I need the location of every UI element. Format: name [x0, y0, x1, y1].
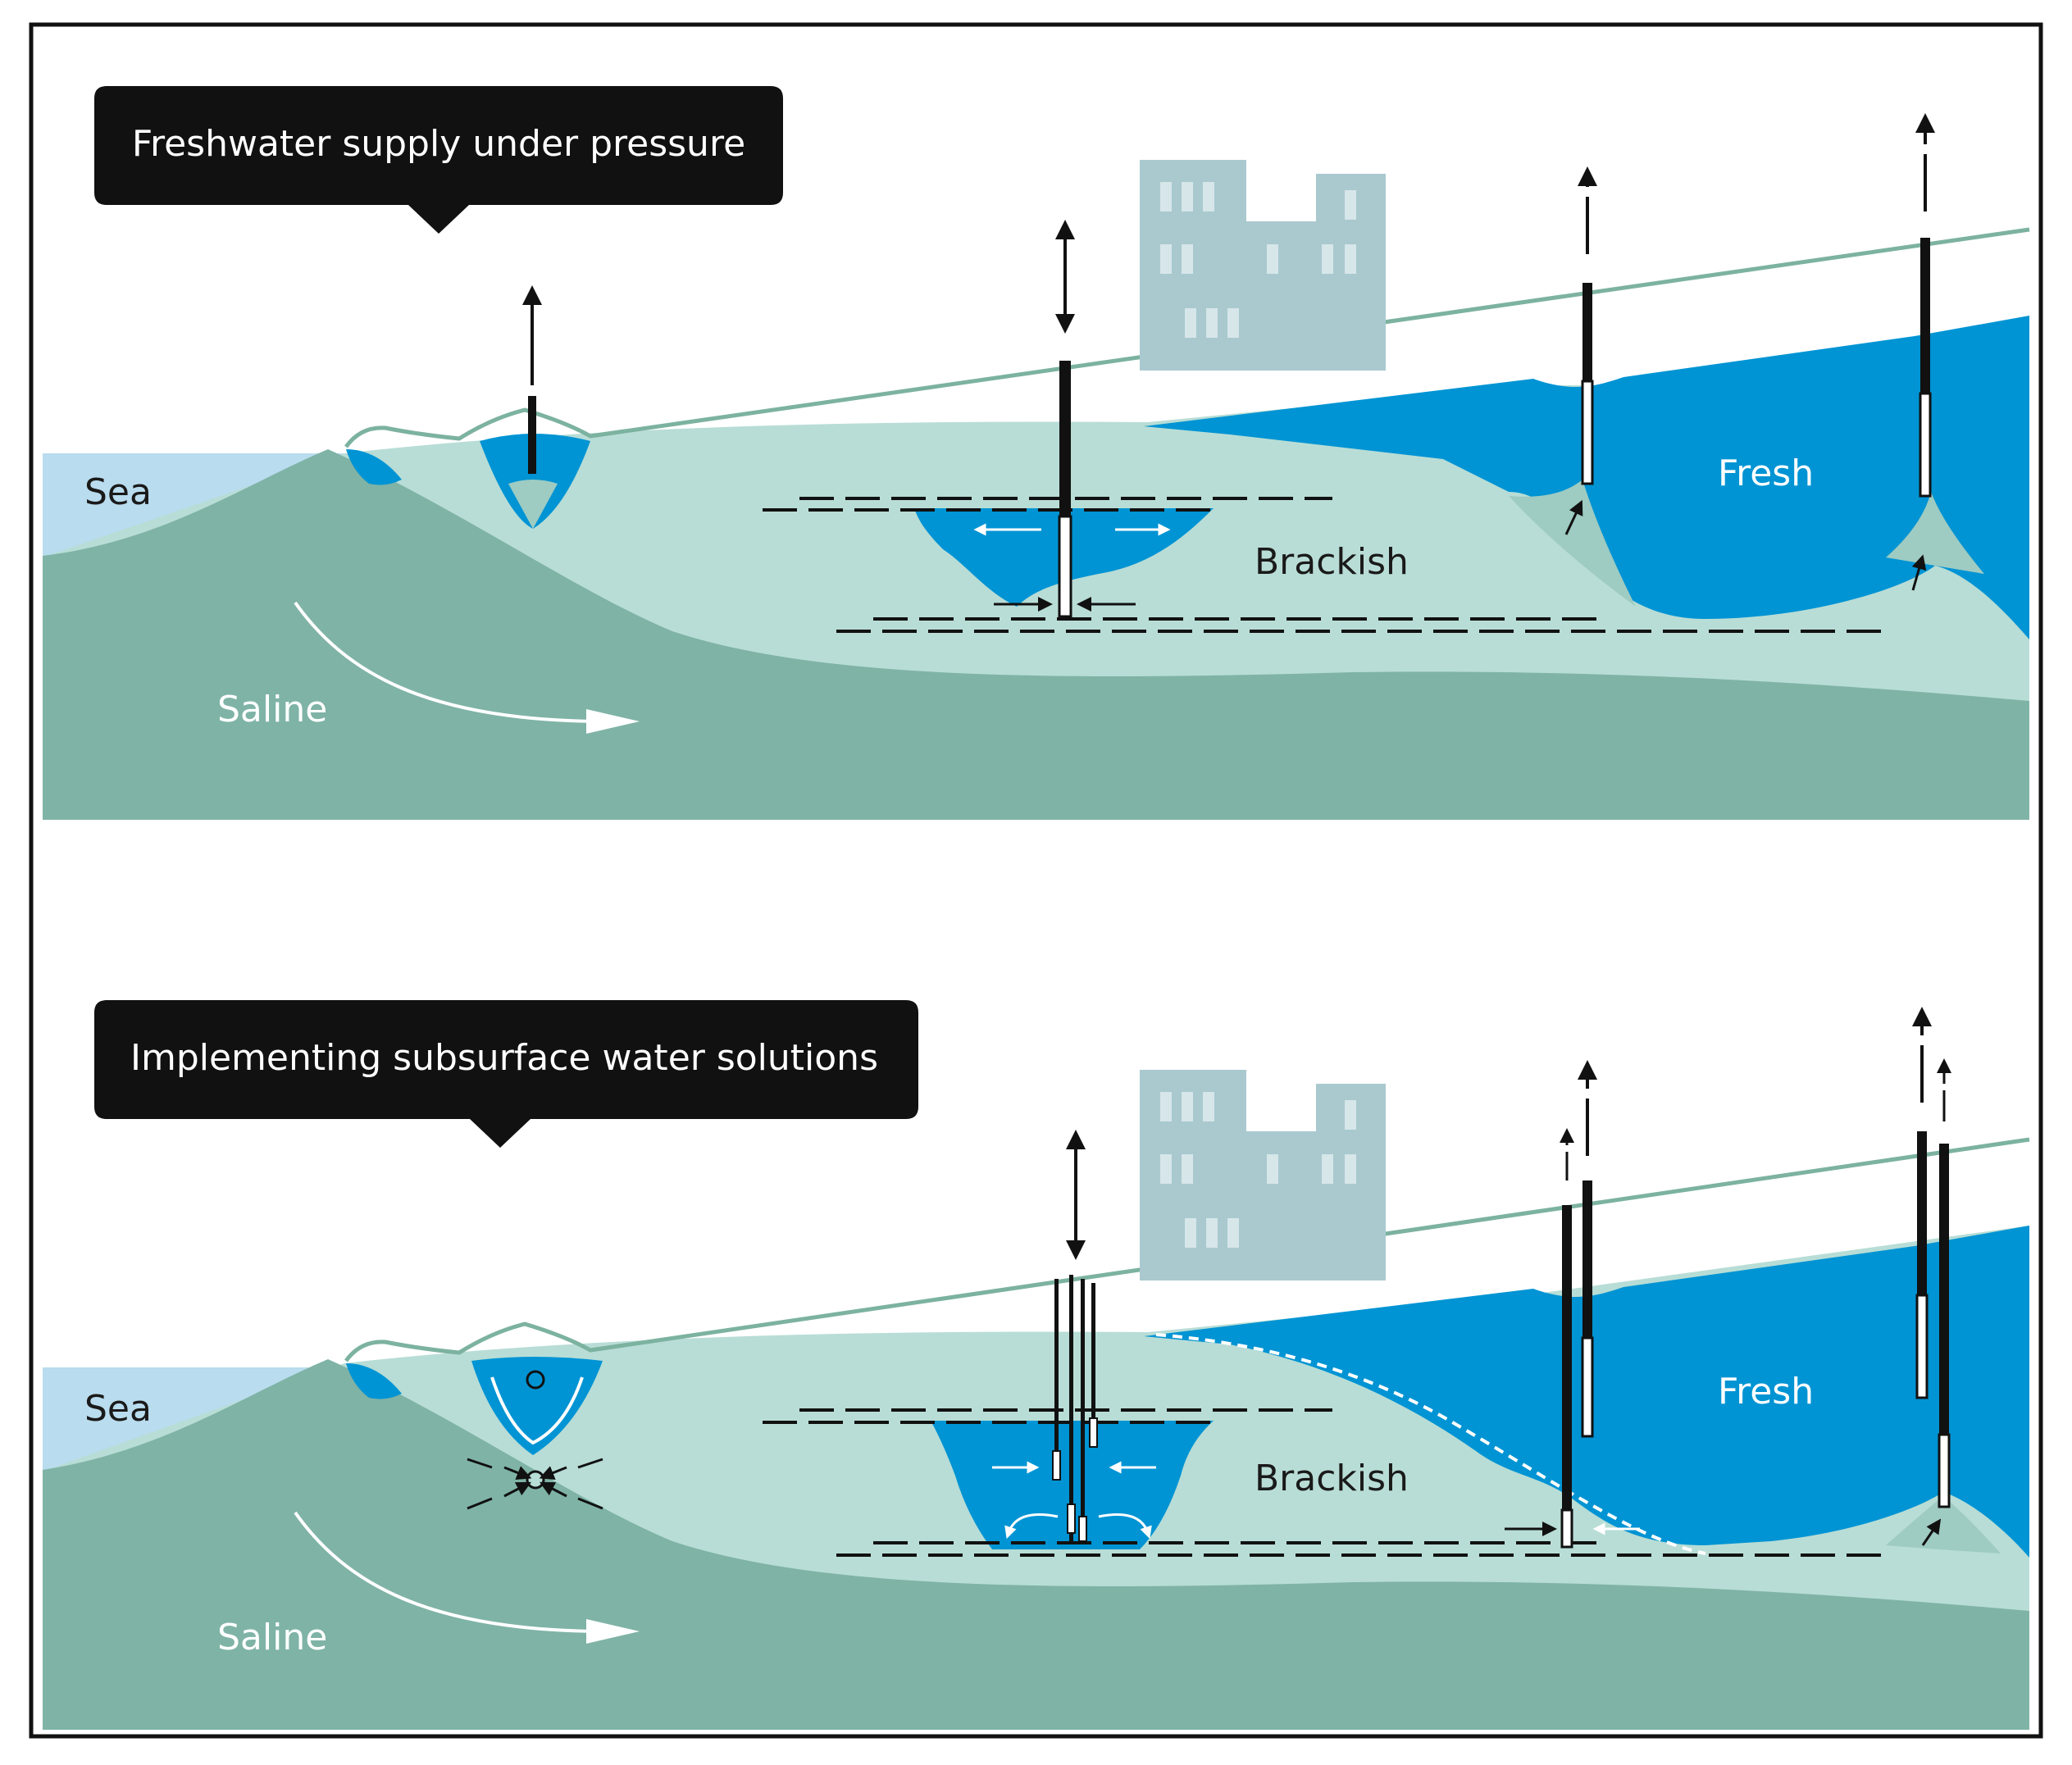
ground-surface-line	[344, 227, 2030, 448]
well-storage	[973, 220, 1171, 618]
sea-label: Sea	[84, 471, 152, 513]
building-windows	[1160, 182, 1356, 338]
dune-fresh-lens	[346, 449, 402, 485]
well-storage-multi	[992, 1130, 1156, 1542]
panel-bottom: Sea Saline Brackish Fresh Implementing s…	[43, 1000, 2030, 1730]
well-fresh-1	[1564, 166, 1597, 535]
saline-flow-arrow	[294, 1511, 608, 1633]
saline-label: Saline	[217, 1617, 327, 1658]
well-fresh-keeper-1	[1505, 1060, 1640, 1549]
well-creek-ridge	[522, 285, 542, 474]
saline-layer	[43, 449, 2029, 820]
brackish-lower-lens	[820, 623, 2029, 697]
well-fresh-keeper-2	[1912, 1007, 1951, 1546]
dune-fresh-lens	[346, 1363, 402, 1399]
ground-surface-line	[344, 1137, 2030, 1362]
creek-ridge-mixing	[508, 480, 558, 529]
previous-interface-line	[1155, 1333, 1706, 1555]
creek-ridge-lens	[471, 1357, 603, 1455]
saline-label: Saline	[217, 689, 327, 730]
building-windows	[1160, 1092, 1356, 1248]
aquitard-lines	[763, 1408, 1886, 1557]
building	[1140, 160, 1386, 371]
panel-title: Freshwater supply under pressure	[132, 123, 745, 165]
brackish-label: Brackish	[1255, 541, 1409, 583]
saline-flow-arrowhead	[586, 1619, 640, 1644]
aquitard-lines	[763, 497, 1886, 633]
brackish-label: Brackish	[1255, 1458, 1409, 1499]
upconing-cone	[1886, 492, 1984, 574]
well-fresh-2	[1911, 113, 1935, 591]
upconing-cone	[1886, 1496, 2001, 1553]
panel-top: Sea Saline Brackish Fresh Freshwater sup…	[43, 86, 2030, 820]
sea-label: Sea	[84, 1388, 152, 1430]
building	[1140, 1070, 1386, 1281]
well-creek-ridge-horizontal	[467, 1370, 603, 1510]
creek-ridge-flow	[490, 1376, 584, 1445]
title-callout	[94, 1000, 918, 1148]
saline-flow-arrowhead	[586, 709, 640, 734]
panel-title: Implementing subsurface water solutions	[130, 1037, 878, 1079]
saline-flow-arrow	[294, 601, 608, 723]
upconing-cone	[1509, 480, 1636, 607]
brackish-lower-lens	[820, 1533, 2029, 1607]
fresh-label: Fresh	[1718, 453, 1814, 494]
saline-layer	[43, 1359, 2029, 1730]
title-callout	[94, 86, 783, 234]
fresh-label: Fresh	[1718, 1371, 1814, 1412]
